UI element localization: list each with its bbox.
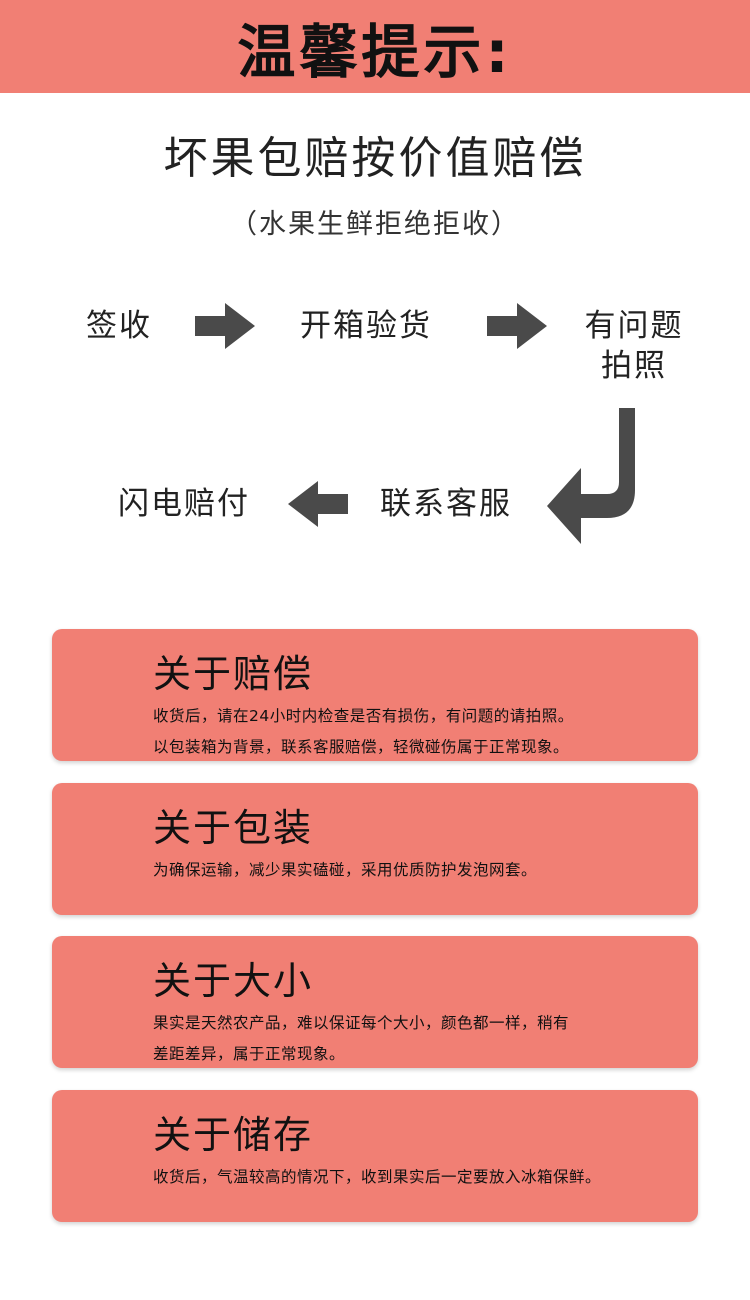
card-title: 关于包装 bbox=[153, 806, 314, 850]
card-line: 以包装箱为背景，联系客服赔偿，轻微碰伤属于正常现象。 bbox=[153, 738, 570, 756]
step-photo-line1: 有问题 bbox=[584, 308, 684, 344]
step-contact-service: 联系客服 bbox=[380, 486, 512, 522]
card-line: 果实是天然农产品，难以保证每个大小，颜色都一样，稍有 bbox=[153, 1014, 570, 1032]
step-unbox-inspect: 开箱验货 bbox=[300, 308, 432, 344]
step-photo: 有问题 拍照 bbox=[574, 306, 694, 386]
card-body: 收货后，气温较高的情况下，收到果实后一定要放入冰箱保鲜。 bbox=[153, 1162, 673, 1193]
card-line: 为确保运输，减少果实磕碰，采用优质防护发泡网套。 bbox=[153, 861, 538, 879]
header-title: 温馨提示: bbox=[237, 17, 513, 86]
card-line: 收货后，请在24小时内检查是否有损伤，有问题的请拍照。 bbox=[153, 707, 574, 725]
card-compensation: 关于赔偿 收货后，请在24小时内检查是否有损伤，有问题的请拍照。 以包装箱为背景… bbox=[52, 629, 698, 761]
headline: 坏果包赔按价值赔偿 bbox=[163, 133, 587, 184]
step-sign: 签收 bbox=[86, 308, 152, 344]
card-title: 关于赔偿 bbox=[153, 652, 314, 696]
card-body: 收货后，请在24小时内检查是否有损伤，有问题的请拍照。 以包装箱为背景，联系客服… bbox=[153, 701, 673, 763]
step-fast-compensation: 闪电赔付 bbox=[118, 486, 250, 522]
arrow-right-icon bbox=[195, 303, 255, 349]
arrow-down-left-icon bbox=[547, 408, 635, 544]
subline: （水果生鲜拒绝拒收） bbox=[230, 209, 520, 240]
arrow-right-icon bbox=[487, 303, 547, 349]
arrow-left-icon bbox=[288, 481, 348, 527]
card-line: 差距差异，属于正常现象。 bbox=[153, 1045, 346, 1063]
card-line: 收货后，气温较高的情况下，收到果实后一定要放入冰箱保鲜。 bbox=[153, 1168, 602, 1186]
card-storage: 关于储存 收货后，气温较高的情况下，收到果实后一定要放入冰箱保鲜。 bbox=[52, 1090, 698, 1222]
header-banner: 温馨提示: bbox=[0, 0, 750, 93]
card-size: 关于大小 果实是天然农产品，难以保证每个大小，颜色都一样，稍有 差距差异，属于正… bbox=[52, 936, 698, 1068]
card-title: 关于储存 bbox=[153, 1113, 314, 1157]
card-packaging: 关于包装 为确保运输，减少果实磕碰，采用优质防护发泡网套。 bbox=[52, 783, 698, 915]
card-body: 为确保运输，减少果实磕碰，采用优质防护发泡网套。 bbox=[153, 855, 673, 886]
card-body: 果实是天然农产品，难以保证每个大小，颜色都一样，稍有 差距差异，属于正常现象。 bbox=[153, 1008, 673, 1070]
card-title: 关于大小 bbox=[153, 959, 314, 1003]
step-photo-line2: 拍照 bbox=[601, 348, 667, 384]
